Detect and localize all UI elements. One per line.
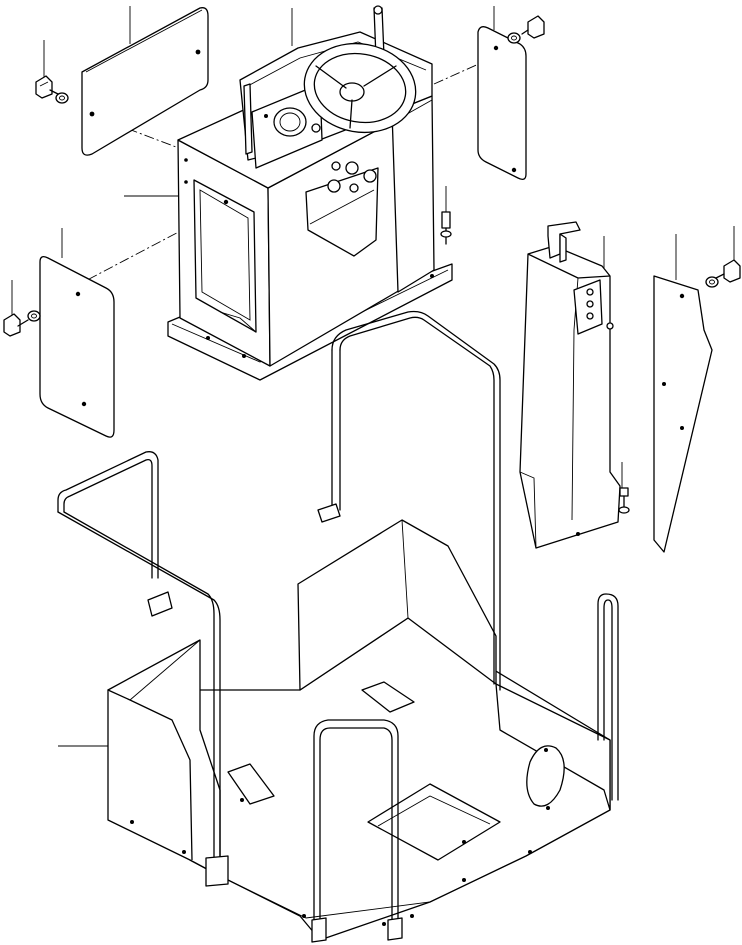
handrail-right [597, 593, 619, 801]
bolt-with-washer-right-upper [507, 15, 545, 44]
leader-lines [11, 6, 735, 747]
cover-plate-top-right [477, 26, 527, 180]
cover-plate-top-left [81, 7, 209, 156]
bolt-side-console [618, 487, 630, 514]
side-panel-right [653, 275, 713, 553]
bolt-with-washer-left-upper [35, 75, 69, 104]
bolt-console-side [440, 211, 452, 245]
steering-console-assembly [167, 5, 453, 381]
cover-plate-left [39, 256, 115, 438]
handrail-front [311, 719, 403, 943]
handrail-rear [317, 310, 501, 691]
bolt-with-washer-right-lower [705, 259, 741, 288]
side-control-console [519, 221, 621, 549]
bolt-with-washer-left-lower [3, 310, 41, 337]
operator-platform [107, 519, 611, 941]
handrail-left [57, 451, 229, 887]
